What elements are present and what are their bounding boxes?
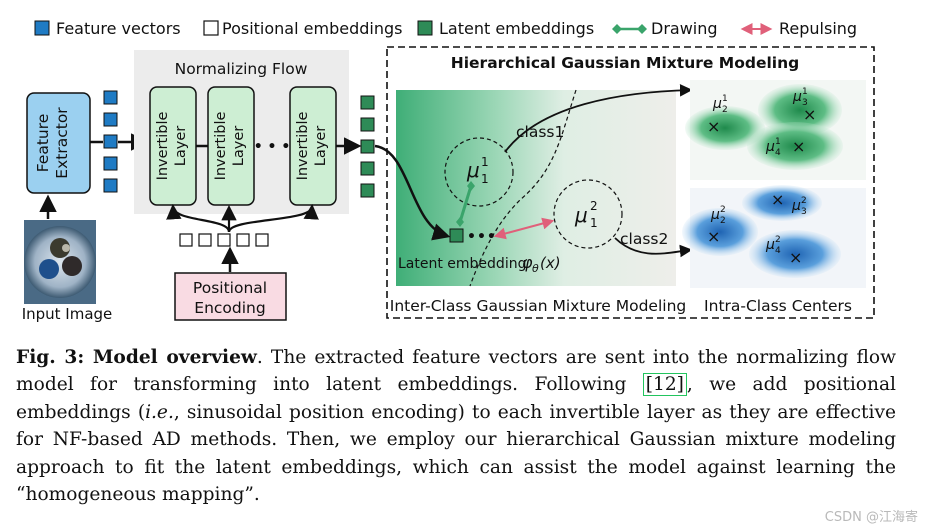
center-mark: ×	[707, 117, 720, 136]
class2-centers: × μ 2 2 × μ 2 3 × μ 2 4	[707, 190, 807, 267]
center-mu-sub: 3	[801, 207, 807, 217]
caption-ie: i.e.	[145, 401, 174, 423]
class2-to-centers-arrow	[614, 237, 693, 258]
center-mark: ×	[771, 190, 784, 209]
mu-class2-symbol: μ	[574, 203, 588, 227]
hgmm-panel	[386, 46, 875, 319]
intra-class-map-class2	[682, 185, 866, 288]
legend-repulsing: Repulsing	[779, 19, 857, 38]
layers-ellipsis: • • •	[254, 139, 291, 155]
figure-caption: Fig. 3: Model overview. The extracted fe…	[16, 344, 896, 508]
mu-class2-sup: 2	[590, 199, 598, 213]
center-mu-label: μ	[710, 207, 720, 223]
caption-citation-link[interactable]: [12]	[642, 373, 687, 397]
invertible-layer-2: Invertible Layer	[207, 86, 255, 206]
class1-to-centers-arrow	[504, 83, 693, 153]
watermark: CSDN @江海寄	[824, 510, 918, 525]
center-mark: ×	[792, 137, 805, 156]
positional-encoding-line1: Positional	[193, 279, 267, 297]
positional-encoding-line2: Encoding	[194, 299, 265, 317]
center-mu-sup: 1	[722, 94, 728, 104]
drawing-legend-icon	[612, 24, 647, 34]
center-mu-sub: 2	[720, 216, 726, 226]
invertible-layer-1: Invertible Layer	[149, 86, 197, 206]
hgmm-title: Hierarchical Gaussian Mixture Modeling	[451, 54, 799, 72]
center-mark: ×	[789, 248, 802, 267]
center-mu-label: μ	[791, 198, 801, 214]
caption-text-3: , sinusoidal position encoding) to each …	[16, 401, 896, 506]
inter-class-caption: Inter-Class Gaussian Mixture Modeling	[390, 297, 686, 315]
class1-region	[444, 137, 514, 207]
invertible-layer-2-line1: Invertible	[213, 112, 229, 181]
center-mark: ×	[707, 227, 720, 246]
center-mu-sup: 1	[802, 87, 808, 97]
phi-symbol: φ	[522, 253, 533, 272]
invertible-layer-n-line2: Layer	[313, 126, 329, 166]
center-mu-label: μ	[792, 89, 802, 105]
caption-text-2: , we add positional embeddings (	[16, 374, 896, 423]
center-mu-sup: 2	[801, 196, 807, 206]
feature-vector-swatch	[34, 20, 50, 36]
feature-extractor-label-line1: Feature	[34, 114, 52, 173]
legend-latent-embeddings: Latent embeddings	[439, 19, 594, 38]
latent-embedding-label: Latent embedding	[398, 256, 526, 272]
intra-class-caption: Intra-Class Centers	[704, 297, 852, 315]
center-mu-sup: 2	[775, 235, 781, 245]
feature-extractor-label-line2: Extractor	[53, 107, 71, 179]
positional-embeddings-row	[179, 233, 269, 247]
input-image	[24, 220, 96, 304]
latent-to-scene-arrow	[374, 144, 451, 241]
center-mu-sup: 1	[775, 137, 781, 147]
mu-class1-sup: 1	[481, 155, 489, 169]
class1-label: class1	[516, 123, 564, 141]
latent-embedding-swatch	[417, 20, 433, 36]
center-mu-sub: 2	[722, 105, 728, 115]
center-mu-label: μ	[712, 96, 722, 112]
phi-arg: (x)	[540, 254, 561, 272]
invertible-layer-n-line1: Invertible	[295, 112, 311, 181]
latent-point-dots: •••	[467, 229, 497, 245]
invertible-layer-1-line2: Layer	[173, 126, 189, 166]
center-mu-label: μ	[765, 237, 775, 253]
mu-class2-sub: 1	[590, 216, 598, 230]
feature-vectors-column	[103, 90, 118, 193]
mu-class1-sub: 1	[481, 172, 489, 186]
drawing-connector	[456, 181, 475, 227]
repulsing-arrow	[493, 217, 555, 240]
legend-positional-embeddings: Positional embeddings	[222, 19, 402, 38]
center-mu-sup: 2	[720, 205, 726, 215]
positional-embedding-arrows	[166, 203, 319, 233]
center-mu-label: μ	[765, 139, 775, 155]
positional-embedding-swatch	[203, 20, 219, 36]
center-mu-sub: 4	[775, 148, 781, 158]
class2-region	[553, 179, 623, 249]
class2-label: class2	[620, 230, 668, 248]
caption-text-1: . The extracted feature vectors are sent…	[16, 347, 896, 396]
invertible-layer-n: Invertible Layer	[289, 86, 337, 206]
center-mu-sub: 4	[775, 246, 781, 256]
mu-class1-symbol: μ	[466, 158, 480, 182]
legend-drawing: Drawing	[651, 19, 718, 38]
phi-sub: θ	[532, 262, 539, 275]
legend: Feature vectors Positional embeddings La…	[34, 19, 857, 38]
normalizing-flow-title: Normalizing Flow	[175, 60, 308, 78]
invertible-layer-1-line1: Invertible	[155, 112, 171, 181]
positional-encoding-box	[174, 272, 287, 321]
input-image-label: Input Image	[22, 305, 113, 323]
center-mu-sub: 3	[802, 98, 808, 108]
center-mark: ×	[803, 105, 816, 124]
inter-class-scene	[396, 90, 676, 286]
latent-embeddings-column	[360, 95, 375, 198]
invertible-layer-2-line2: Layer	[231, 126, 247, 166]
model-overview-figure: Feature vectors Positional embeddings La…	[22, 19, 875, 323]
intra-class-map-class1	[685, 80, 866, 180]
caption-label: Fig. 3: Model overview	[16, 347, 257, 368]
legend-feature-vectors: Feature vectors	[56, 19, 181, 38]
latent-embedding-point	[449, 228, 464, 243]
class1-centers: × μ 1 2 × μ 1 3 × μ 1 4	[707, 87, 816, 158]
